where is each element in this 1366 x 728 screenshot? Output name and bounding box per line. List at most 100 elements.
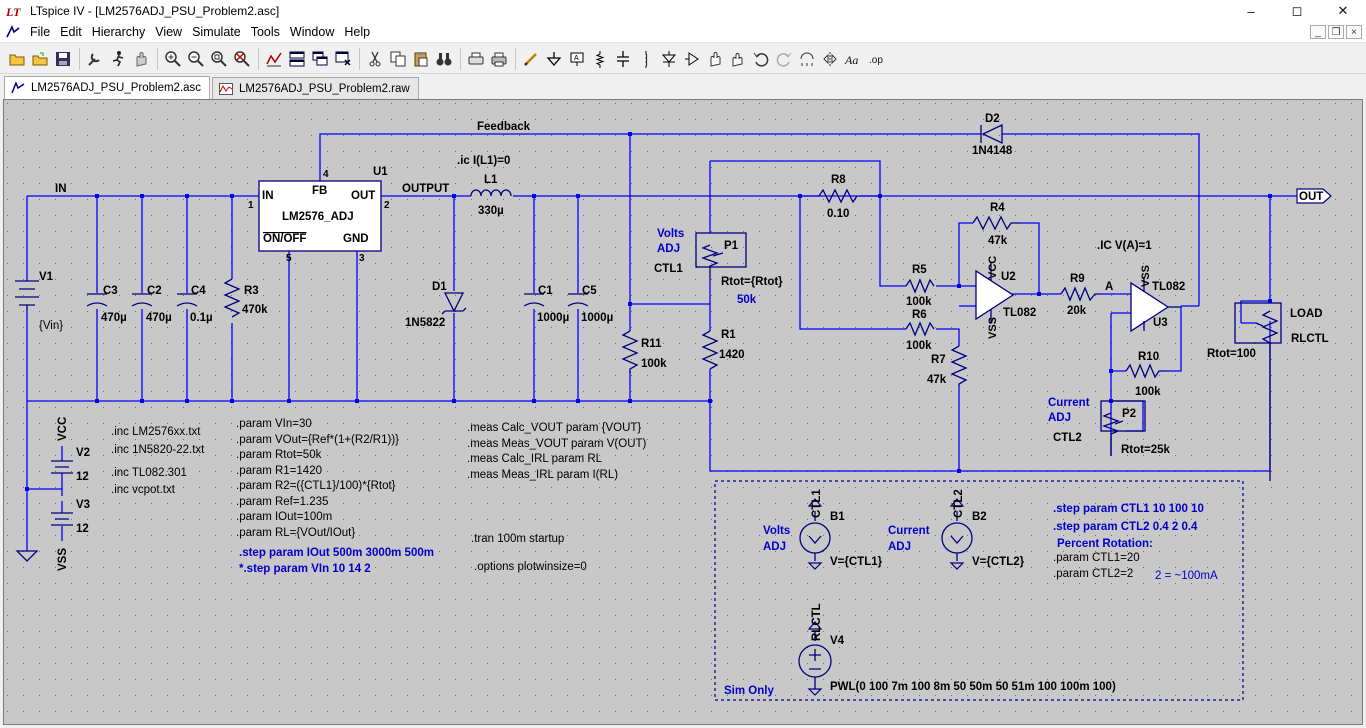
p1-potentiometer[interactable] <box>695 232 747 281</box>
print-icon[interactable] <box>488 48 509 70</box>
u3-opamp[interactable] <box>1130 277 1181 333</box>
ground-symbol <box>15 550 39 562</box>
cascade-icon[interactable] <box>309 48 330 70</box>
vcc-label: VCC <box>57 417 69 441</box>
c4-capacitor[interactable] <box>176 293 198 307</box>
close-window-icon[interactable] <box>332 48 353 70</box>
r9-resistor[interactable] <box>1060 286 1101 302</box>
menu-view[interactable]: View <box>155 25 183 39</box>
minimize-icon[interactable]: – <box>1247 3 1255 19</box>
menu-tools[interactable]: Tools <box>250 25 280 39</box>
ground-icon[interactable] <box>543 48 564 70</box>
d1-diode[interactable] <box>441 292 467 315</box>
c3-capacitor[interactable] <box>86 293 108 307</box>
u1-pin-1: 1 <box>248 200 254 211</box>
diode-icon[interactable] <box>658 48 679 70</box>
mirror-icon[interactable] <box>819 48 840 70</box>
print-setup-icon[interactable] <box>465 48 486 70</box>
tab-waveform[interactable]: LM2576ADJ_PSU_Problem2.raw <box>212 77 419 99</box>
r6-ref: R6 <box>912 309 927 321</box>
halt-icon[interactable] <box>130 48 151 70</box>
r1-resistor[interactable] <box>701 330 719 370</box>
ctl1-param-line: .param CTL1=20 <box>1053 552 1140 564</box>
r3-resistor[interactable] <box>223 278 241 318</box>
close-icon[interactable]: ✕ <box>1337 3 1349 18</box>
save-icon[interactable] <box>52 48 73 70</box>
menu-hierarchy[interactable]: Hierarchy <box>91 25 146 39</box>
p2-potentiometer[interactable] <box>1100 400 1146 456</box>
component-icon[interactable] <box>681 48 702 70</box>
r11-resistor[interactable] <box>621 330 639 373</box>
c1-capacitor[interactable] <box>523 293 545 307</box>
find-icon[interactable] <box>433 48 454 70</box>
schematic-canvas[interactable]: IN OUTPUT Feedback OUT A U1 FB IN OUT LM… <box>3 99 1363 725</box>
b1-source[interactable] <box>799 511 831 561</box>
l1-inductor[interactable] <box>470 189 512 197</box>
r8-resistor[interactable] <box>818 188 858 204</box>
menu-window[interactable]: Window <box>289 25 335 39</box>
capacitor-icon[interactable] <box>612 48 633 70</box>
tab-schematic[interactable]: LM2576ADJ_PSU_Problem2.asc <box>4 76 211 99</box>
paste-icon[interactable] <box>410 48 431 70</box>
text-icon[interactable]: Aa <box>842 48 863 70</box>
draw-wire-icon[interactable] <box>520 48 541 70</box>
r7-resistor[interactable] <box>950 345 968 386</box>
u1-pin-5: 5 <box>286 253 292 264</box>
r4-resistor[interactable] <box>972 215 1021 231</box>
c5-capacitor[interactable] <box>567 293 589 307</box>
v4-source[interactable] <box>798 631 832 689</box>
r6-resistor[interactable] <box>905 321 935 337</box>
redo-icon[interactable] <box>773 48 794 70</box>
cut-icon[interactable] <box>364 48 385 70</box>
r10-resistor[interactable] <box>1125 363 1166 379</box>
zoom-out-icon[interactable] <box>185 48 206 70</box>
zoom-cancel-icon[interactable] <box>231 48 252 70</box>
u1-ref: U1 <box>373 166 388 178</box>
v2-source[interactable] <box>51 460 73 474</box>
label-net-icon[interactable]: A <box>566 48 587 70</box>
menu-help[interactable]: Help <box>344 25 371 39</box>
mdi-restore-icon[interactable]: ❐ <box>1328 25 1344 39</box>
u2-opamp[interactable] <box>975 263 1015 323</box>
zoom-in-icon[interactable] <box>162 48 183 70</box>
waveform-icon <box>219 82 234 95</box>
mdi-close-icon[interactable]: × <box>1346 25 1362 39</box>
menu-file[interactable]: File <box>30 25 51 39</box>
menu-simulate[interactable]: Simulate <box>192 25 241 39</box>
drag-icon[interactable] <box>727 48 748 70</box>
copy-icon[interactable] <box>387 48 408 70</box>
tile-horizontal-icon[interactable] <box>286 48 307 70</box>
menu-bar: File Edit Hierarchy View Simulate Tools … <box>0 22 1366 43</box>
net-label-a: A <box>1105 281 1113 293</box>
open-folder-icon[interactable] <box>6 48 27 70</box>
undo-icon[interactable] <box>750 48 771 70</box>
spice-directive-icon[interactable]: .op <box>865 48 886 70</box>
out-port[interactable] <box>1296 188 1332 204</box>
sim-current-caption: Current <box>888 525 930 537</box>
c5-value: 1000µ <box>581 312 613 324</box>
autoscale-icon[interactable] <box>263 48 284 70</box>
d2-diode[interactable] <box>980 123 1003 145</box>
menu-edit[interactable]: Edit <box>60 25 82 39</box>
c2-capacitor[interactable] <box>131 293 153 307</box>
load-potentiometer[interactable] <box>1234 302 1282 481</box>
b2-source[interactable] <box>941 511 973 561</box>
schematic-icon[interactable] <box>5 25 21 39</box>
r5-resistor[interactable] <box>905 278 935 294</box>
rotate-icon[interactable] <box>796 48 817 70</box>
sim-only-label: Sim Only <box>724 685 774 697</box>
control-panel-icon[interactable] <box>84 48 105 70</box>
include-line: .inc 1N5820-22.txt <box>111 444 205 456</box>
move-icon[interactable] <box>704 48 725 70</box>
open-file-icon[interactable] <box>29 48 50 70</box>
u1-body[interactable] <box>258 180 382 252</box>
v3-source[interactable] <box>51 512 73 526</box>
run-icon[interactable] <box>107 48 128 70</box>
u3-vss-label: VSS <box>1140 265 1152 287</box>
maximize-icon[interactable]: ◻ <box>1291 3 1303 18</box>
zoom-fit-icon[interactable] <box>208 48 229 70</box>
mdi-minimize-icon[interactable]: _ <box>1310 25 1326 39</box>
inductor-icon[interactable] <box>635 48 656 70</box>
resistor-icon[interactable] <box>589 48 610 70</box>
v1-source[interactable] <box>15 280 39 311</box>
